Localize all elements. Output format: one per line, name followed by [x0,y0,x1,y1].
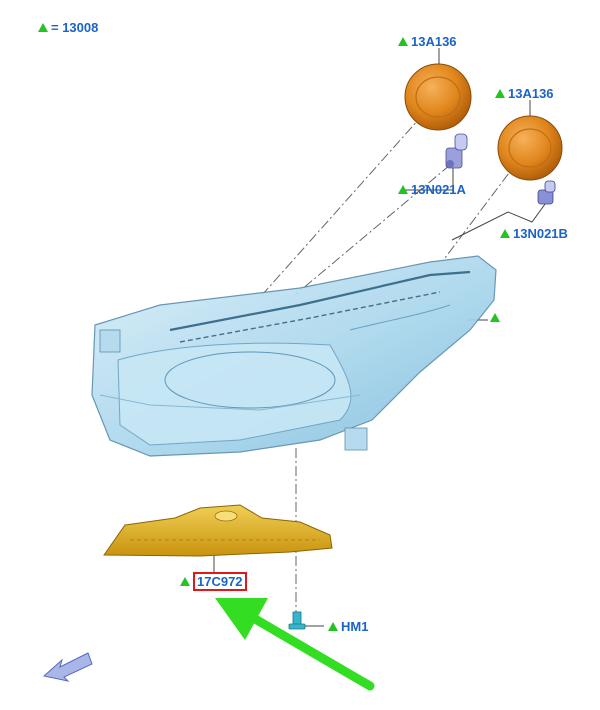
marker-icon [38,23,48,32]
headlamp-assembly [91,255,497,457]
cap-upper [404,63,472,131]
bracket-17c972 [103,504,333,557]
marker-icon [495,89,505,98]
marker-icon [490,313,500,322]
part-number: 13A136 [508,86,554,101]
part-number: HM1 [341,619,369,634]
leader-lines [213,48,549,627]
marker-icon [328,622,338,631]
bulb-a [445,133,468,169]
marker-icon [398,185,408,194]
bulb-b [537,180,556,205]
bulb-b-label: 13N021B [500,226,568,241]
highlight-arrow-icon [215,598,375,691]
part-number: 13N021A [411,182,466,197]
marker-icon [500,229,510,238]
part-number: 13N021B [513,226,568,241]
highlighted-part-number[interactable]: 17C972 [193,572,247,591]
screw-label: HM1 [328,619,368,634]
view-direction-arrow-icon [42,652,93,682]
legend-label: = 13008 [38,20,98,35]
bulb-a-label: 13N021A [398,182,466,197]
cap-lower-label: 13A136 [495,86,554,101]
bracket-label[interactable]: 17C972 [180,572,247,591]
headlamp-marker [490,313,500,322]
part-number: 13A136 [411,34,457,49]
screw-hm1 [288,611,306,630]
cap-upper-label: 13A136 [398,34,457,49]
marker-icon [180,577,190,586]
cap-lower [497,115,563,181]
marker-icon [398,37,408,46]
legend-text: = 13008 [51,20,99,35]
